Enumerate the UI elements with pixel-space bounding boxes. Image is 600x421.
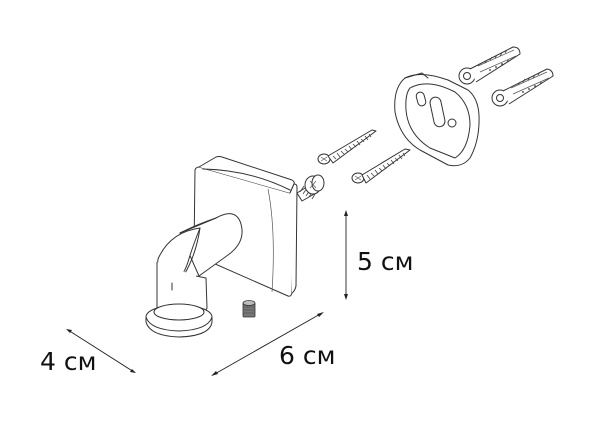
wood-screw-2 — [351, 148, 411, 184]
dimension-height-arrow — [344, 210, 348, 300]
wall-plug-1 — [458, 46, 521, 85]
wood-screw-1 — [317, 129, 377, 165]
dimension-width-label: 6 см — [279, 341, 336, 370]
dimension-depth-label: 4 см — [40, 347, 97, 376]
dimension-depth-arrow — [66, 329, 136, 373]
dimension-height-label: 5 см — [357, 247, 414, 276]
dimension-width-arrow — [211, 312, 324, 376]
hook-body — [145, 156, 298, 338]
threaded-stud — [296, 174, 325, 202]
mounting-plate — [394, 72, 480, 167]
wall-plug-2 — [491, 68, 554, 107]
set-screw — [242, 300, 256, 318]
